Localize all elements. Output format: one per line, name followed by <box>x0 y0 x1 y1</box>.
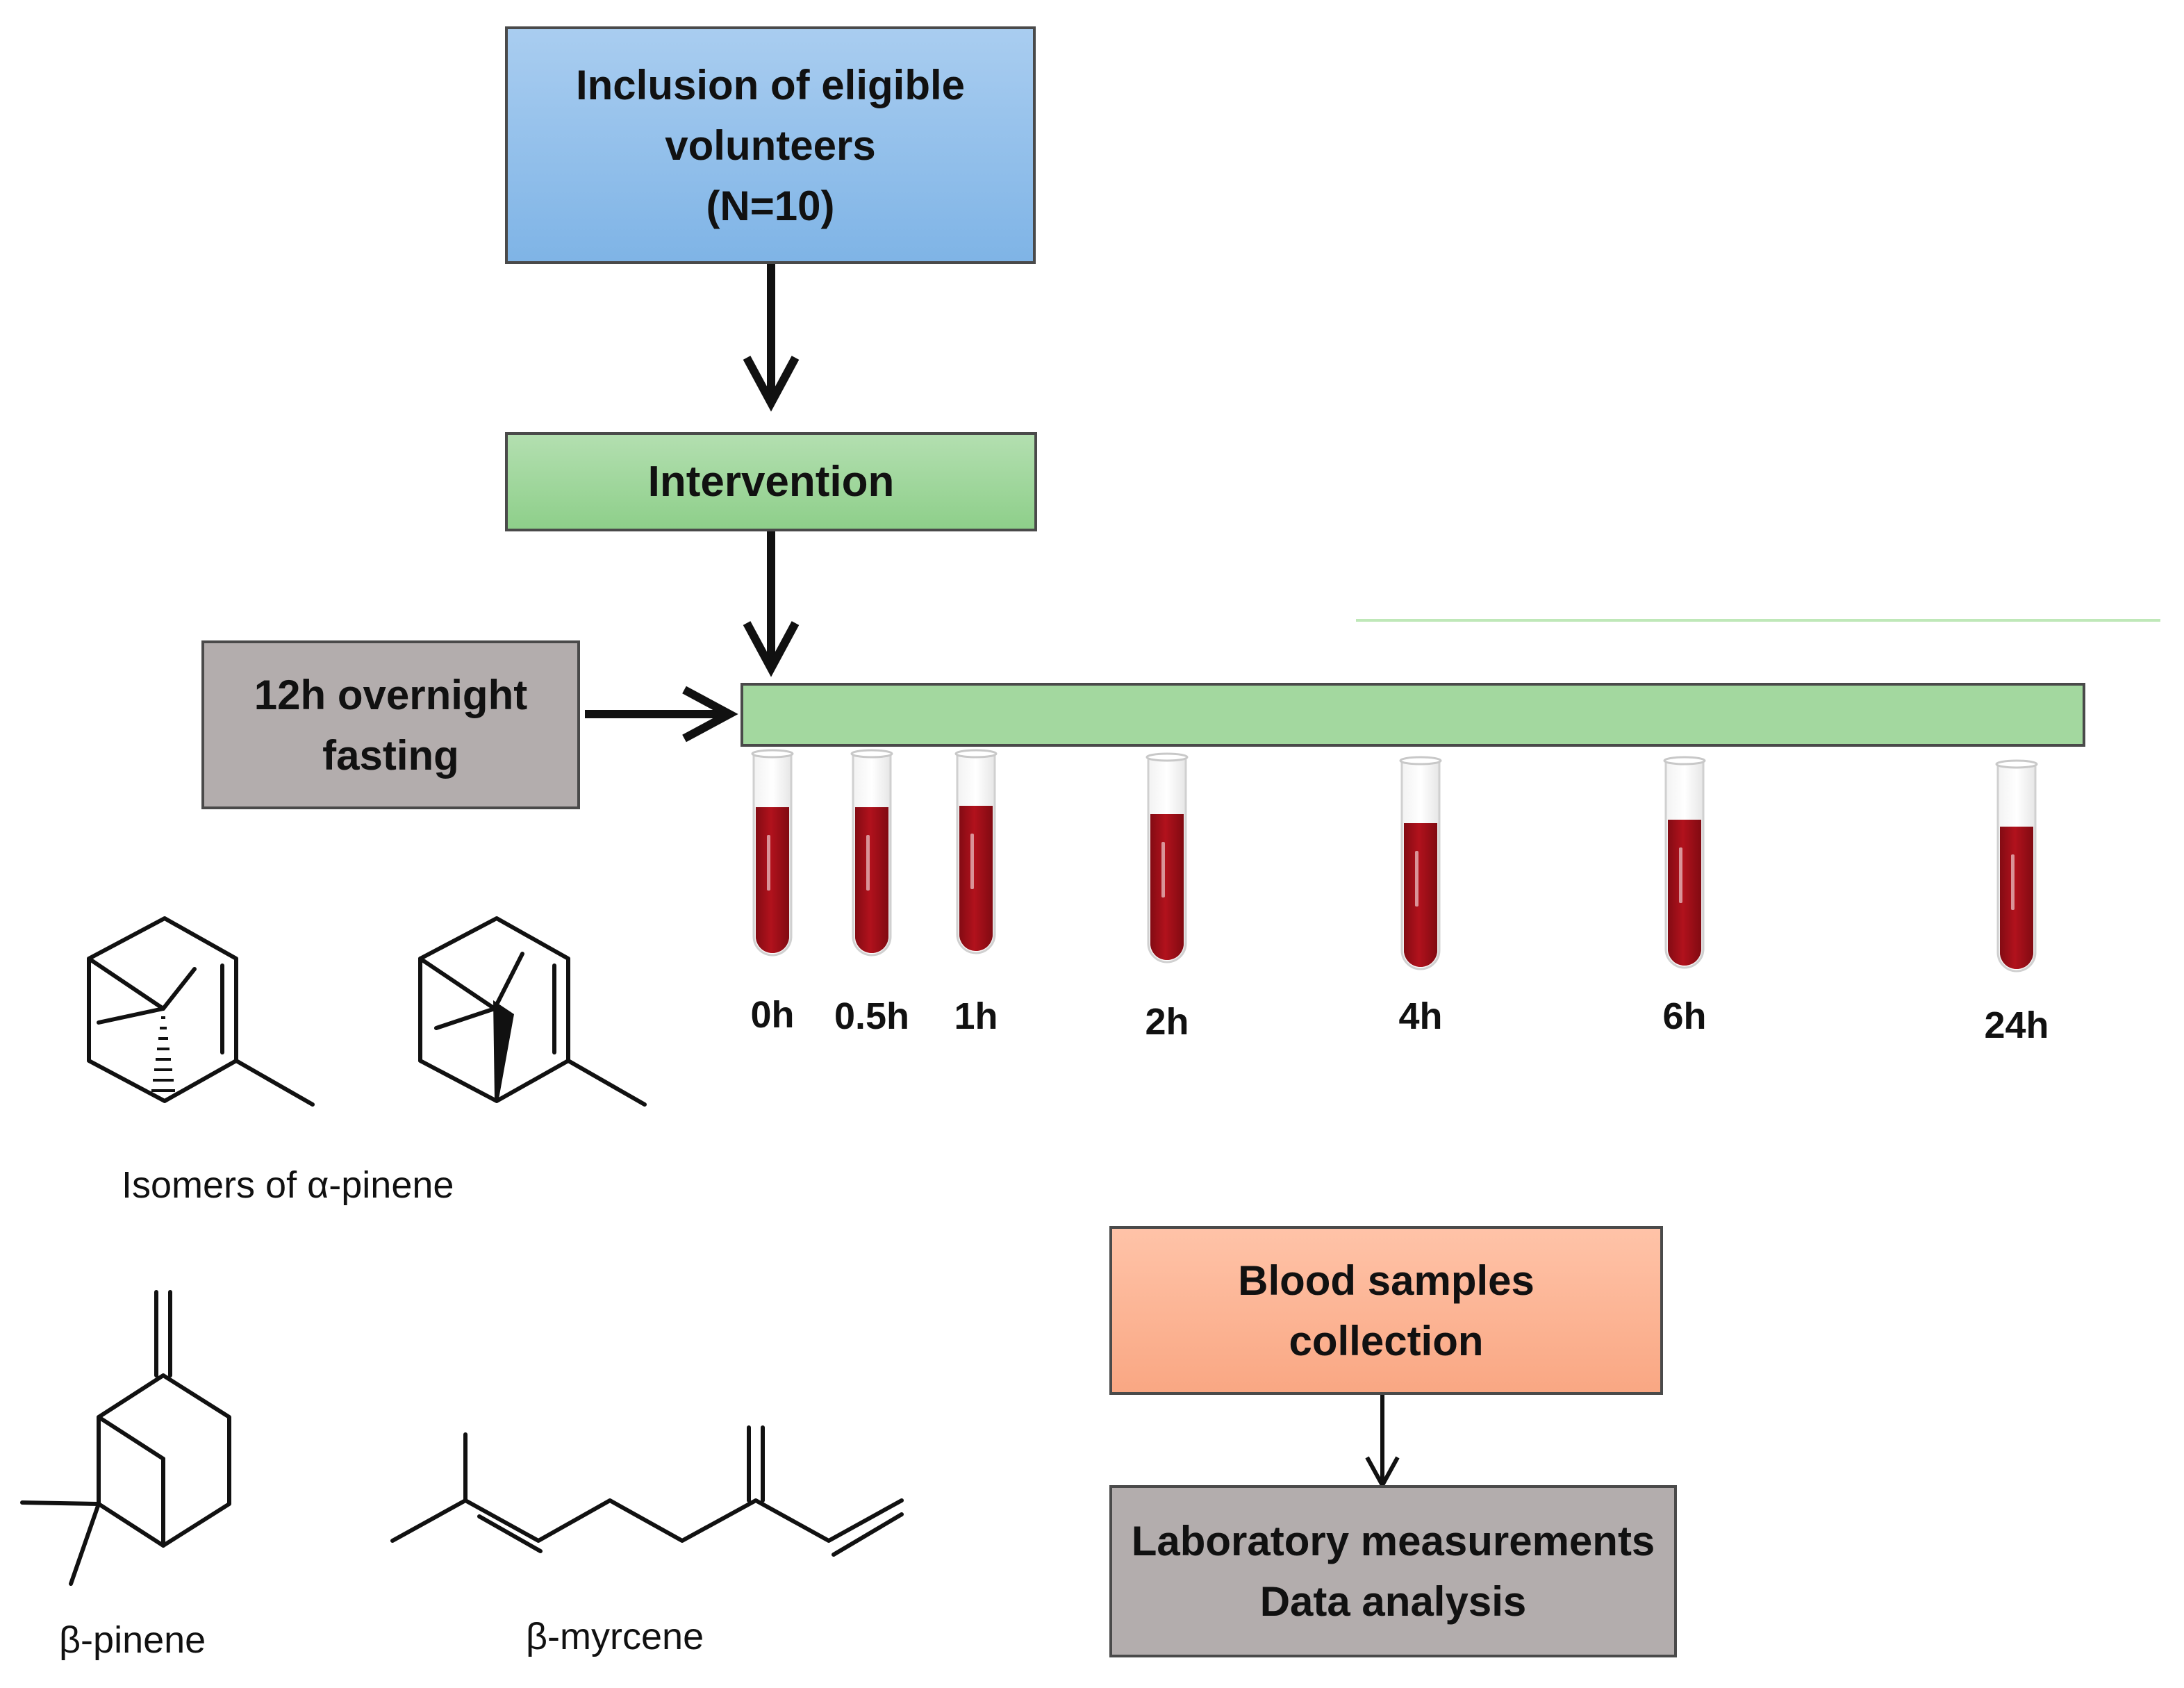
arrow-intervention-to-timeline <box>743 531 800 677</box>
blood-tube-1h <box>954 749 998 954</box>
timepoint-label-2h: 2h <box>1145 1001 1189 1043</box>
alpha-pinene-isomer-2-wedge-bond <box>493 1000 514 1099</box>
blood-tube-2h <box>1145 752 1189 963</box>
inclusion-line-1: Inclusion of eligible <box>575 61 966 108</box>
fasting-line-1: 12h overnight <box>254 671 528 718</box>
beta-myrcene-label: β-myrcene <box>526 1616 704 1657</box>
beta-pinene-structure <box>20 1290 231 1586</box>
alpha-pinene-label: Isomers of α-pinene <box>122 1164 454 1206</box>
timepoint-label-6h: 6h <box>1662 995 1707 1037</box>
blood-tube-4h <box>1399 756 1442 970</box>
alpha-pinene-isomer-1-hash-bond <box>151 1016 175 1092</box>
timepoint-label-1h: 1h <box>954 995 998 1037</box>
intervention-label: Intervention <box>647 457 895 506</box>
timepoint-label-24h: 24h <box>1984 1004 2049 1046</box>
laboratory-line-1: Laboratory measurements <box>1131 1518 1655 1564</box>
arrow-fasting-to-timeline <box>585 686 738 743</box>
fasting-box: 12h overnight fasting <box>201 640 580 809</box>
inclusion-line-2: volunteers <box>665 122 876 169</box>
alpha-pinene-isomer-2-structure <box>418 916 647 1107</box>
alpha-pinene-isomer-1-structure <box>87 916 315 1107</box>
timepoint-label-0h: 0h <box>750 994 795 1036</box>
blood-tube-0.5h <box>850 749 893 957</box>
timeline-bar <box>741 683 2085 747</box>
laboratory-box: Laboratory measurements Data analysis <box>1109 1485 1677 1657</box>
blood-tube-0h <box>751 749 794 957</box>
inclusion-line-3: (N=10) <box>706 182 835 229</box>
beta-pinene-label: β-pinene <box>59 1619 206 1661</box>
arrow-inclusion-to-intervention <box>743 264 800 412</box>
timepoint-label-0.5h: 0.5h <box>834 995 910 1037</box>
intervention-box: Intervention <box>505 432 1037 531</box>
blood-samples-line-2: collection <box>1289 1317 1484 1364</box>
inclusion-box: Inclusion of eligible volunteers (N=10) <box>505 26 1036 264</box>
blood-tubes <box>751 749 2038 973</box>
laboratory-line-2: Data analysis <box>1259 1578 1527 1625</box>
arrow-blood-to-laboratory <box>1365 1395 1400 1490</box>
blood-tube-24h <box>1995 759 2038 973</box>
fasting-line-2: fasting <box>322 731 459 779</box>
blood-samples-line-1: Blood samples <box>1238 1257 1534 1304</box>
blood-samples-box: Blood samples collection <box>1109 1226 1663 1395</box>
blood-tube-6h <box>1663 756 1706 969</box>
timepoint-label-4h: 4h <box>1398 995 1443 1037</box>
beta-myrcene-structure <box>390 1425 904 1557</box>
